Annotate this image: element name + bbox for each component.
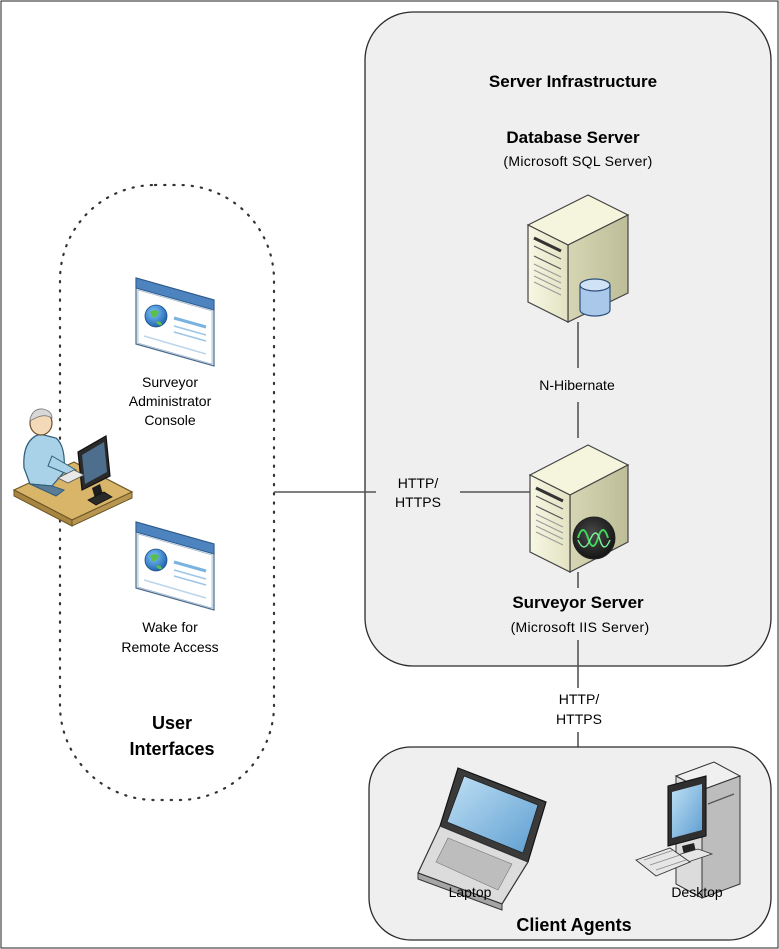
desktop-label: Desktop [671, 884, 723, 900]
client-agents-heading: Client Agents [516, 915, 631, 935]
surveyor-server-name: Surveyor Server [512, 593, 644, 612]
wake-label-line2: Remote Access [121, 639, 218, 655]
admin-console-label-line2: Administrator [129, 393, 212, 409]
server-infrastructure-heading: Server Infrastructure [489, 72, 657, 91]
laptop-label: Laptop [449, 884, 492, 900]
user-interfaces-heading-line1: User [152, 713, 192, 733]
ui-to-server-connection: HTTP/ HTTPS [274, 475, 530, 510]
client-connection-label-line1: HTTP/ [559, 691, 600, 707]
admin-console-label-line1: Surveyor [142, 374, 198, 390]
admin-console-label-line3: Console [144, 412, 196, 428]
wake-remote-access-icon [135, 521, 215, 611]
database-server-name: Database Server [506, 128, 640, 147]
surveyor-server-icon [528, 444, 630, 573]
admin-console-icon [135, 277, 215, 367]
user-interfaces-heading-line2: Interfaces [129, 739, 214, 759]
laptop-icon [417, 767, 547, 911]
client-connection-label-line2: HTTPS [556, 711, 602, 727]
server-to-clients-connection: HTTP/ HTTPS [556, 572, 602, 748]
wake-label-line1: Wake for [142, 619, 198, 635]
server-infrastructure-panel: Server Infrastructure Database Server (M… [364, 11, 772, 667]
database-server-icon [526, 194, 630, 323]
client-agents-panel: Laptop Desktop Client Agents [368, 746, 772, 941]
database-server-subtitle: (Microsoft SQL Server) [503, 153, 652, 169]
server-infrastructure-box [364, 11, 772, 667]
surveyor-server-subtitle: (Microsoft IIS Server) [511, 619, 650, 635]
ui-connection-label-line2: HTTPS [395, 494, 441, 510]
user-at-desk-icon [12, 408, 134, 527]
desktop-icon [635, 761, 742, 899]
n-hibernate-label: N-Hibernate [539, 377, 615, 393]
ui-connection-label-line1: HTTP/ [398, 475, 439, 491]
